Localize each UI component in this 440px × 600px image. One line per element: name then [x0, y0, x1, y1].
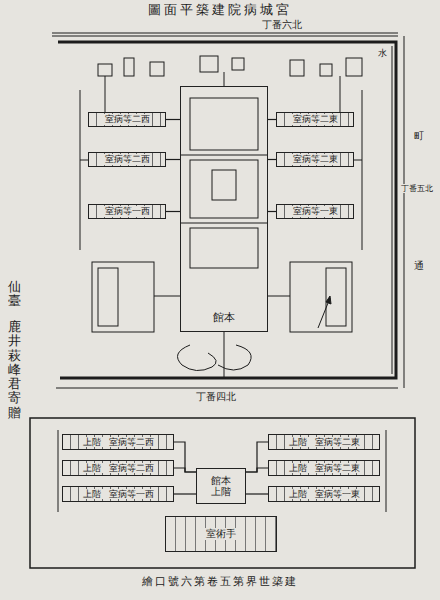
corridor-line: [246, 442, 268, 472]
ward-building: 室病等二西: [88, 112, 166, 127]
ward-building: 室病等二東: [276, 152, 354, 167]
building-name: 上階: [81, 463, 103, 473]
street-label: 丁番五北: [401, 184, 433, 193]
building-name: 上階: [81, 437, 103, 447]
building-name: 室病等一東: [313, 489, 362, 499]
building-name: 室病等二西: [103, 154, 152, 164]
building-name: 館本: [211, 312, 237, 325]
corridor-line: [166, 211, 180, 212]
corridor-line: [246, 468, 268, 472]
building-name: 上階: [81, 489, 103, 499]
corridor-line: [166, 119, 180, 120]
corridor-line: [174, 493, 196, 494]
street-label: 鹿井萩峰君寄贈: [8, 320, 21, 420]
street-label: 丁番六北: [262, 19, 302, 31]
building-name: 館本: [209, 475, 233, 487]
ward-building: 上階室病等二西: [62, 460, 174, 476]
building-name: 室病等一西: [103, 206, 152, 216]
ward-building: 室病等二東: [276, 112, 354, 127]
hall-building: 館本: [180, 86, 268, 332]
inhall-building: 館本上階: [196, 468, 246, 504]
building-name: 室術手: [204, 528, 238, 540]
corridor-line: [246, 493, 268, 494]
ward-building: 上階室病等一西: [62, 486, 174, 502]
corridor-line: [268, 119, 276, 120]
corridor-line: [268, 159, 276, 160]
street-label: 丁番四北: [196, 391, 236, 403]
corridor-line: [174, 442, 196, 472]
street-label: 通: [414, 260, 424, 272]
ward-building: 上階室病等二西: [62, 434, 174, 450]
ward-building: 上階室病等二東: [268, 434, 380, 450]
ward-building: 室病等二西: [88, 152, 166, 167]
corridor-line: [174, 468, 196, 472]
building-name: 室病等二東: [291, 114, 340, 124]
street-label: 仙臺: [8, 280, 21, 309]
building-name: 上階: [287, 437, 309, 447]
plan-title: 圖面平築建院病城宮: [0, 3, 440, 18]
corridor-line: [166, 159, 180, 160]
building-name: 室病等二西: [103, 114, 152, 124]
building-name: 上階: [209, 486, 233, 498]
building-name: 室病等二東: [313, 463, 362, 473]
building-name: 上階: [287, 463, 309, 473]
block-building: 室術手: [165, 516, 277, 552]
corridor-line: [268, 211, 276, 212]
building-name: 上階: [287, 489, 309, 499]
building-name: 室病等二西: [107, 463, 156, 473]
ward-building: 室病等一西: [88, 204, 166, 219]
building-name: 室病等二東: [313, 437, 362, 447]
ward-building: 室病等一東: [276, 204, 354, 219]
ward-building: 上階室病等二東: [268, 460, 380, 476]
street-label: 町: [414, 130, 424, 142]
building-name: 室病等一東: [291, 206, 340, 216]
ward-building: 上階室病等一東: [268, 486, 380, 502]
plan-caption: 繪口號六第卷五第界世築建: [0, 576, 440, 589]
building-name: 室病等一西: [107, 489, 156, 499]
building-name: 室病等二東: [291, 154, 340, 164]
street-label: 水: [378, 48, 387, 58]
building-name: 室病等二西: [107, 437, 156, 447]
